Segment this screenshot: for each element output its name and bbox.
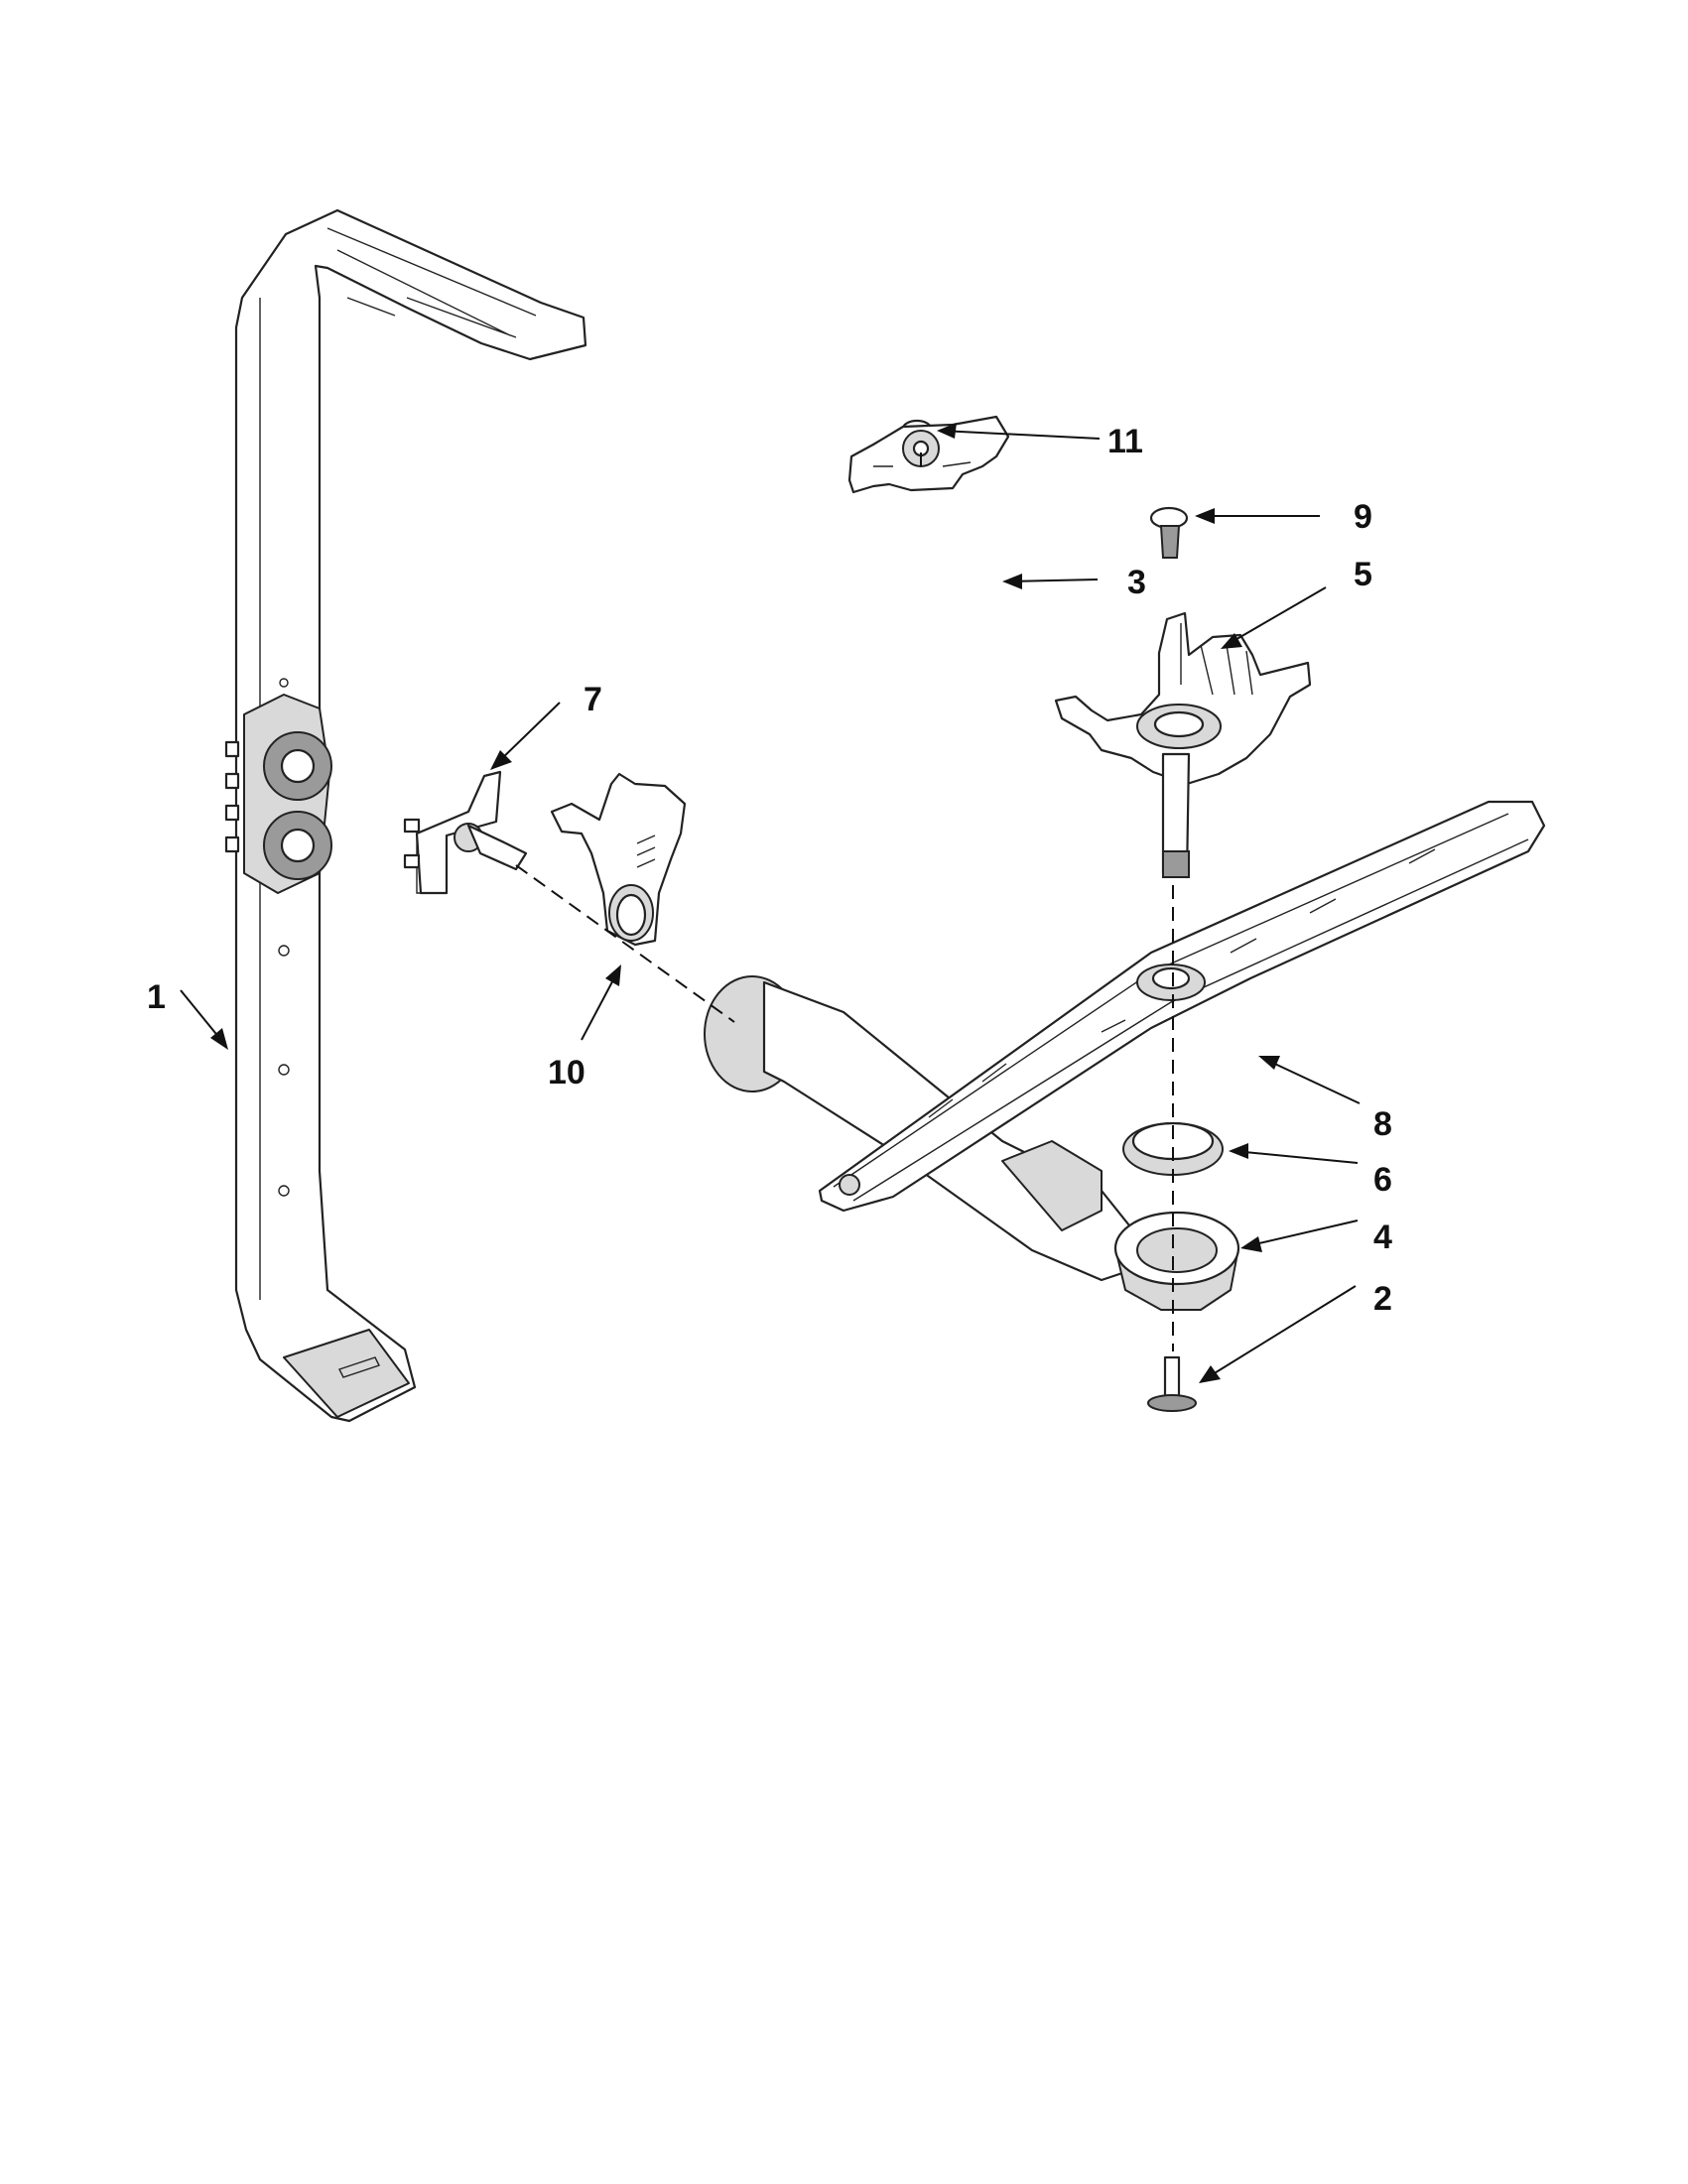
part-9-screw (1149, 506, 1189, 559)
callout-1: 1 (147, 978, 166, 1016)
part-2-bolt (1147, 1355, 1197, 1412)
part-7-bracket (403, 770, 528, 895)
callout-7: 7 (584, 681, 602, 718)
callout-3: 3 (1127, 564, 1146, 601)
part-8-spray-arm (704, 800, 1546, 1282)
leader-arrows (180, 423, 1361, 1383)
callout-5: 5 (1354, 556, 1372, 593)
part-4-bearing (1113, 1211, 1240, 1311)
callout-4: 4 (1373, 1219, 1392, 1256)
part-3-bracket (847, 415, 1010, 494)
callout-labels: 11 3 9 5 7 1 10 8 6 4 2 (147, 423, 1392, 1318)
callout-8: 8 (1373, 1105, 1392, 1143)
callout-10: 10 (548, 1054, 585, 1092)
part-10-hanger-bracket (550, 772, 687, 947)
callout-9: 9 (1354, 498, 1372, 536)
alignment-lines (515, 452, 1174, 1351)
part-5-spray-arm-mount (1054, 611, 1312, 879)
callout-11: 11 (1107, 423, 1143, 460)
callout-6: 6 (1373, 1161, 1392, 1199)
callout-2: 2 (1373, 1280, 1392, 1318)
part-1-supply-tube (224, 208, 587, 1423)
